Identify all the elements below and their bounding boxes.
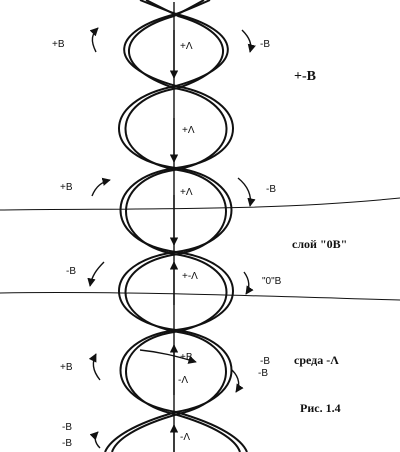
label-plus-lambda-3: +Λ: [180, 187, 193, 198]
helix-strands: [104, 0, 248, 452]
label-minus-b-6: -B: [62, 422, 72, 433]
label-plus-b-3: +B: [180, 352, 193, 363]
rot-arrow-7: [88, 353, 101, 381]
rotation-arrows: [87, 27, 256, 449]
layer-boundary-bottom: [0, 292, 400, 301]
rot-arrow-8: [139, 349, 197, 364]
label-minus-lambda-2: -Λ: [180, 432, 190, 443]
label-zero-b: "0"B: [262, 276, 282, 287]
rot-arrow-6: [243, 271, 254, 295]
rot-arrow-3: [91, 177, 111, 197]
rot-arrow-10: [89, 431, 101, 449]
label-minus-b-7: -B: [62, 438, 72, 449]
label-plus-b-1: +B: [52, 39, 65, 50]
label-medium-minus-lambda: среда -Λ: [294, 353, 339, 367]
rot-arrow-1: [89, 27, 99, 53]
label-plus-minus-lambda: +-Λ: [182, 271, 198, 282]
label-minus-b-5: -B: [258, 368, 268, 379]
label-minus-b-3: -B: [66, 266, 76, 277]
label-minus-b-4: -B: [260, 356, 270, 367]
layer-boundary-top: [0, 197, 400, 211]
rot-arrow-2: [241, 29, 256, 53]
label-minus-lambda-1: -Λ: [178, 375, 188, 386]
label-plus-b-2: +B: [60, 182, 73, 193]
label-minus-b-1: -B: [260, 39, 270, 50]
strand-b-inner: [125, 0, 241, 452]
rot-arrow-4: [237, 177, 256, 207]
strand-a-outer: [104, 0, 233, 452]
label-minus-b-2: -B: [266, 184, 276, 195]
label-plus-minus-b: +-B: [294, 69, 316, 84]
figure-caption: Рис. 1.4: [300, 401, 341, 415]
rot-arrow-5: [87, 261, 105, 287]
strand-a-inner: [111, 0, 227, 452]
strand-b-outer: [119, 0, 248, 452]
label-plus-b-4: +B: [60, 362, 73, 373]
rot-arrow-9: [231, 369, 244, 393]
label-layer-0b: слой "0B": [292, 237, 347, 251]
label-plus-lambda-1: +Λ: [180, 41, 193, 52]
label-plus-lambda-2: +Λ: [182, 125, 195, 136]
